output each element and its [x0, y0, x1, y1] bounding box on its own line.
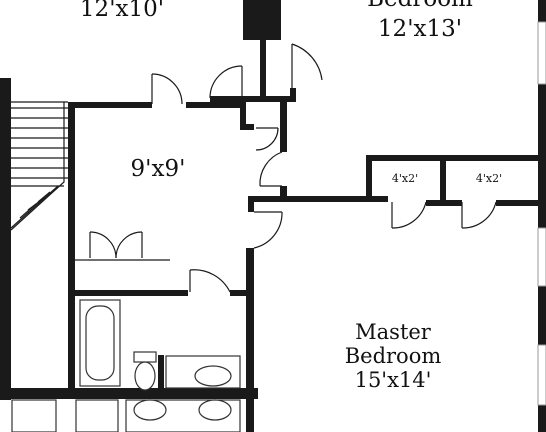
window-master-upper — [537, 227, 546, 287]
bathroom-fixtures — [11, 299, 241, 432]
toilet-tank — [133, 351, 157, 363]
closet-divider — [440, 155, 446, 205]
bedroom-label: Bedroom — [367, 0, 473, 12]
bathtub-basin — [85, 305, 115, 381]
staircase — [10, 101, 68, 231]
closet-wall-a — [240, 108, 246, 130]
master-label-2: Bedroom — [345, 344, 442, 368]
vanity-sink — [194, 365, 232, 387]
lower-sink-counter — [11, 399, 57, 432]
left-outer-wall — [0, 78, 11, 400]
top-left-room-dims: 12'x10' — [80, 0, 164, 22]
toilet-bowl — [134, 361, 156, 391]
room-top-wall-right — [186, 102, 246, 108]
closets-top-wall — [366, 155, 546, 161]
closet-2-dims: 4'x2' — [476, 172, 502, 185]
room-bottom-wall-right — [230, 290, 254, 296]
chimney — [243, 0, 281, 40]
master-left-wall-top — [248, 200, 254, 212]
chimney-wall — [260, 40, 266, 102]
bottom-outer-wall — [0, 388, 258, 399]
closet-1-dims: 4'x2' — [392, 172, 418, 185]
master-dims: 15'x14' — [355, 368, 432, 392]
bedroom-dims: 12'x13' — [378, 16, 462, 42]
room-left-wall — [68, 102, 75, 392]
hall-top-wall — [210, 96, 296, 102]
window-master-lower — [537, 344, 546, 406]
doors — [75, 43, 497, 293]
closet-wall-b — [240, 124, 254, 130]
closet-front-right — [496, 200, 546, 206]
closet1-left-wall — [366, 155, 372, 200]
master-top-wall-left — [248, 196, 388, 202]
lower-tub — [75, 399, 119, 432]
closet-wall-d — [280, 186, 287, 202]
center-room-dims: 9'x9' — [131, 156, 186, 182]
lower-sink-right — [198, 399, 232, 421]
closet-wall-c — [280, 102, 287, 152]
room-bottom-wall-left — [68, 290, 188, 296]
window-bedroom — [537, 21, 546, 85]
master-left-wall — [246, 248, 254, 432]
closet-front-mid — [426, 200, 462, 206]
hall-wall-a — [290, 88, 296, 102]
bath-divider — [158, 355, 164, 392]
right-outer-wall — [538, 0, 546, 432]
room-top-wall-left — [68, 102, 152, 108]
master-label-1: Master — [355, 320, 432, 344]
lower-sink-left — [133, 399, 167, 421]
